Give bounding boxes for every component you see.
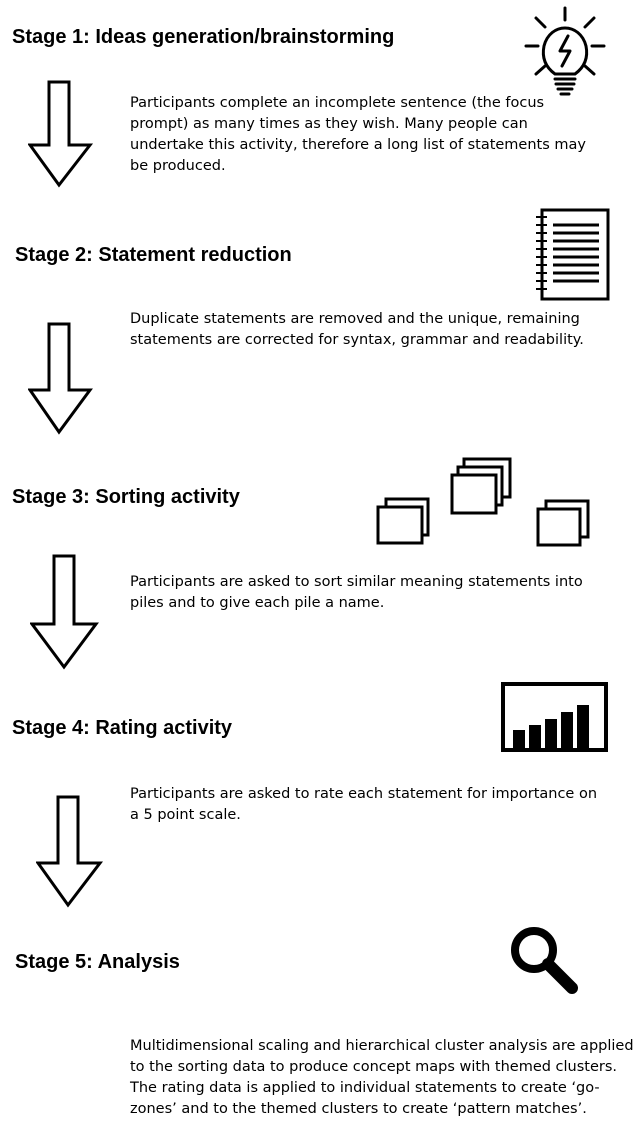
stage-3-title: Stage 3: Sorting activity — [12, 486, 240, 508]
stage-2-description: Duplicate statements are removed and the… — [130, 311, 584, 348]
magnifier-icon — [511, 927, 578, 994]
bar-chart-icon — [501, 682, 608, 752]
stage-5-title: Stage 5: Analysis — [15, 951, 180, 973]
stage-4-down-arrow — [36, 795, 104, 908]
stage-4-description: Participants are asked to rate each stat… — [130, 786, 598, 823]
stage-3-description: Participants are asked to sort similar m… — [130, 574, 583, 611]
stage-2-down-arrow — [28, 322, 93, 435]
lightbulb-icon — [524, 6, 606, 96]
stage-5-description: Multidimensional scaling and hierarchica… — [130, 1038, 634, 1117]
notebook-icon — [536, 208, 610, 301]
stage-1-description: Participants complete an incomplete sent… — [130, 95, 586, 174]
stage-3-down-arrow — [30, 554, 99, 670]
stage-2-title: Stage 2: Statement reduction — [15, 244, 292, 266]
stage-1-title: Stage 1: Ideas generation/brainstorming — [12, 26, 395, 48]
card-piles-icon — [376, 457, 590, 547]
stage-1-down-arrow — [28, 80, 94, 188]
stage-4-title: Stage 4: Rating activity — [12, 717, 233, 739]
